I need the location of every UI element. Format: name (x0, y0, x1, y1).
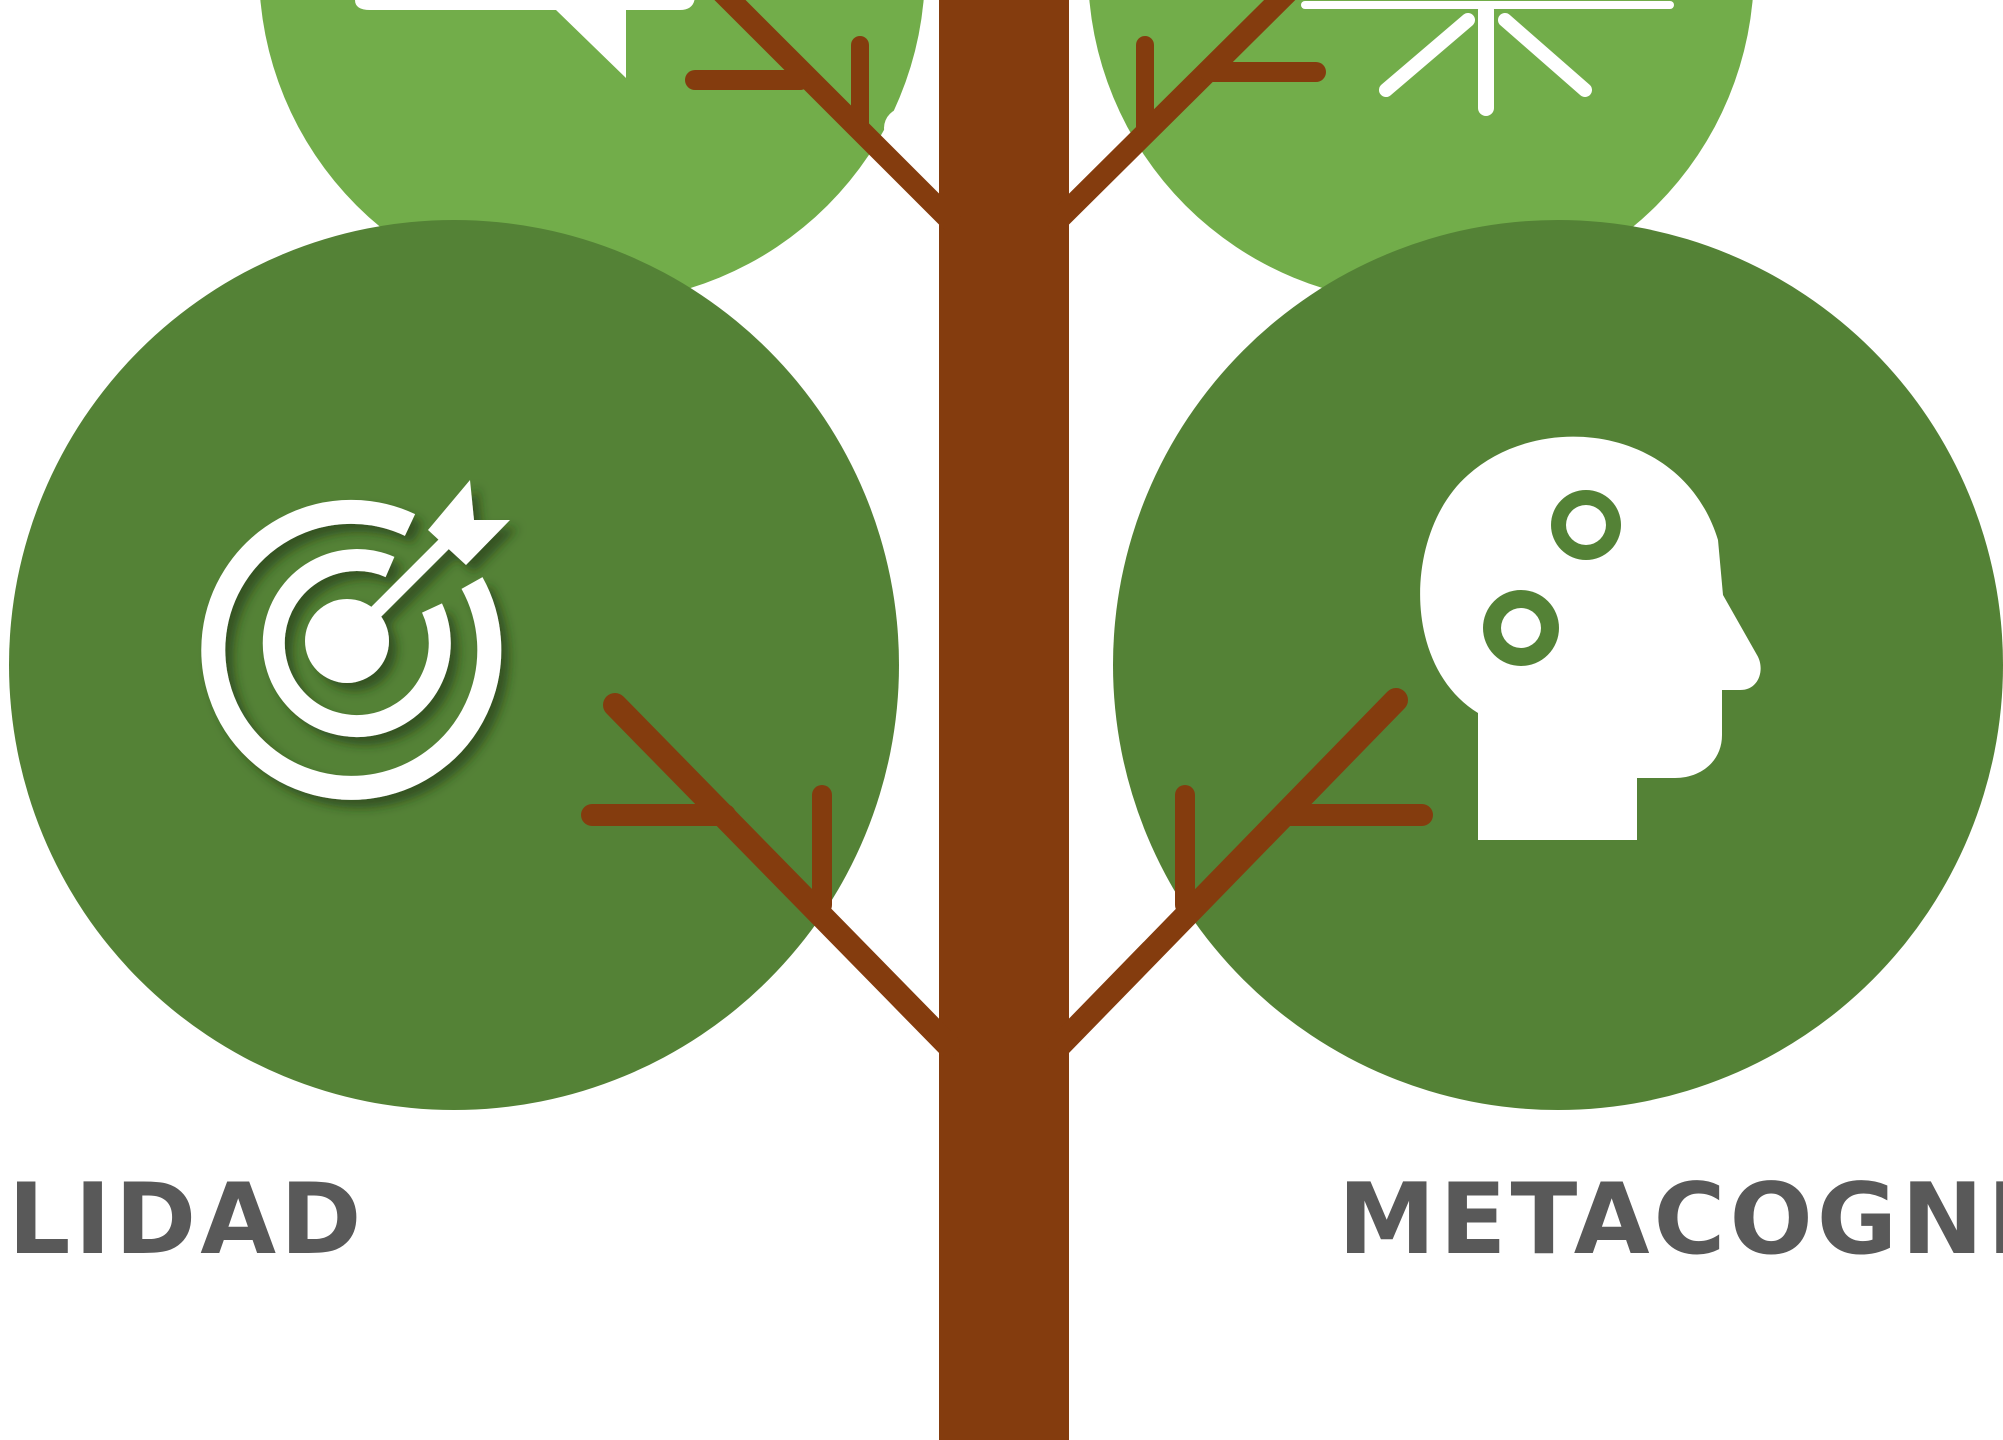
label-right: METACOGNIC (1338, 1163, 2003, 1277)
speech-bubble-icon (355, 0, 695, 78)
tree-trunk (581, 0, 1433, 1440)
target-arrow-icon (201, 480, 510, 800)
label-left: LIDAD (8, 1163, 365, 1277)
leaf-bottom-left (9, 220, 899, 1110)
sparkle-icon (1301, 1, 1674, 116)
trunk-notches (855, 108, 1151, 910)
head-gears-icon (1420, 436, 1761, 840)
